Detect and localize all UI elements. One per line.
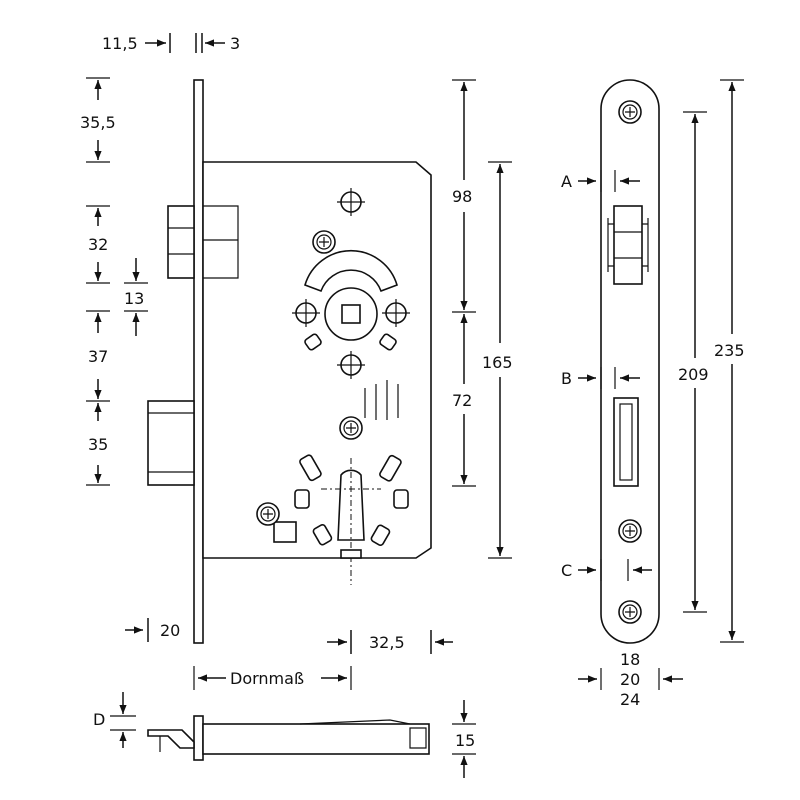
latch-opening: [607, 205, 649, 285]
dead-bolt: [147, 400, 195, 486]
callout-c: C: [561, 561, 572, 580]
dim-case-height: 165: [482, 353, 513, 372]
dim-bolt-height: 35: [88, 435, 108, 454]
dim-faceplate-thickness: 3: [230, 34, 240, 53]
dim-backset: Dornmaß: [230, 669, 304, 688]
dim-width-20: 20: [620, 670, 640, 689]
faceplate-side: [193, 79, 204, 644]
latch-detail: [168, 205, 239, 279]
dim-top-to-follower: 98: [452, 187, 472, 206]
front-dimensions: 11,5 3 35,5 32 13 37 35 20 98 72 165: [80, 33, 513, 690]
faceplate-view: [600, 79, 660, 644]
cylinder-group: [256, 454, 409, 585]
dim-depth-label: D: [93, 710, 105, 729]
top-latch: [147, 729, 195, 749]
dim-follower-to-cylinder: 72: [452, 391, 472, 410]
cylinder-axis: [321, 458, 381, 585]
top-faceplate: [193, 715, 204, 761]
dim-latch-to-bolt: 37: [88, 347, 108, 366]
follower-arc: [304, 249, 398, 293]
dim-screw-spacing: 209: [678, 365, 709, 384]
callout-a: A: [561, 172, 572, 191]
dim-bolt-throw: 20: [160, 621, 180, 640]
top-view: [147, 715, 430, 761]
dim-cylinder-to-edge: 32,5: [369, 633, 405, 652]
top-dimensions: D 15: [93, 692, 476, 778]
callout-b: B: [561, 369, 572, 388]
front-view: [147, 79, 432, 644]
dim-width-18: 18: [620, 650, 640, 669]
spindle-square: [273, 521, 297, 543]
dim-case-thickness: 15: [455, 731, 475, 750]
dim-latch-height: 32: [88, 235, 108, 254]
latch-bolt: [167, 205, 195, 279]
dim-faceplate-length: 235: [714, 341, 745, 360]
dim-latch-gap: 13: [124, 289, 144, 308]
faceplate-dimensions: A B C 209 235 18 20 24: [561, 79, 745, 709]
dim-top-to-latch: 35,5: [80, 113, 116, 132]
follower-square: [341, 304, 361, 324]
bolt-opening: [613, 397, 639, 487]
top-case: [202, 723, 430, 755]
dead-bolt-detail: [148, 412, 194, 473]
follower-group: [291, 187, 411, 380]
dim-faceplate-offset: 11,5: [102, 34, 138, 53]
cylinder-foot: [340, 549, 362, 559]
dim-width-24: 24: [620, 690, 640, 709]
spring-lines: [364, 380, 399, 420]
faceplate: [600, 79, 660, 644]
